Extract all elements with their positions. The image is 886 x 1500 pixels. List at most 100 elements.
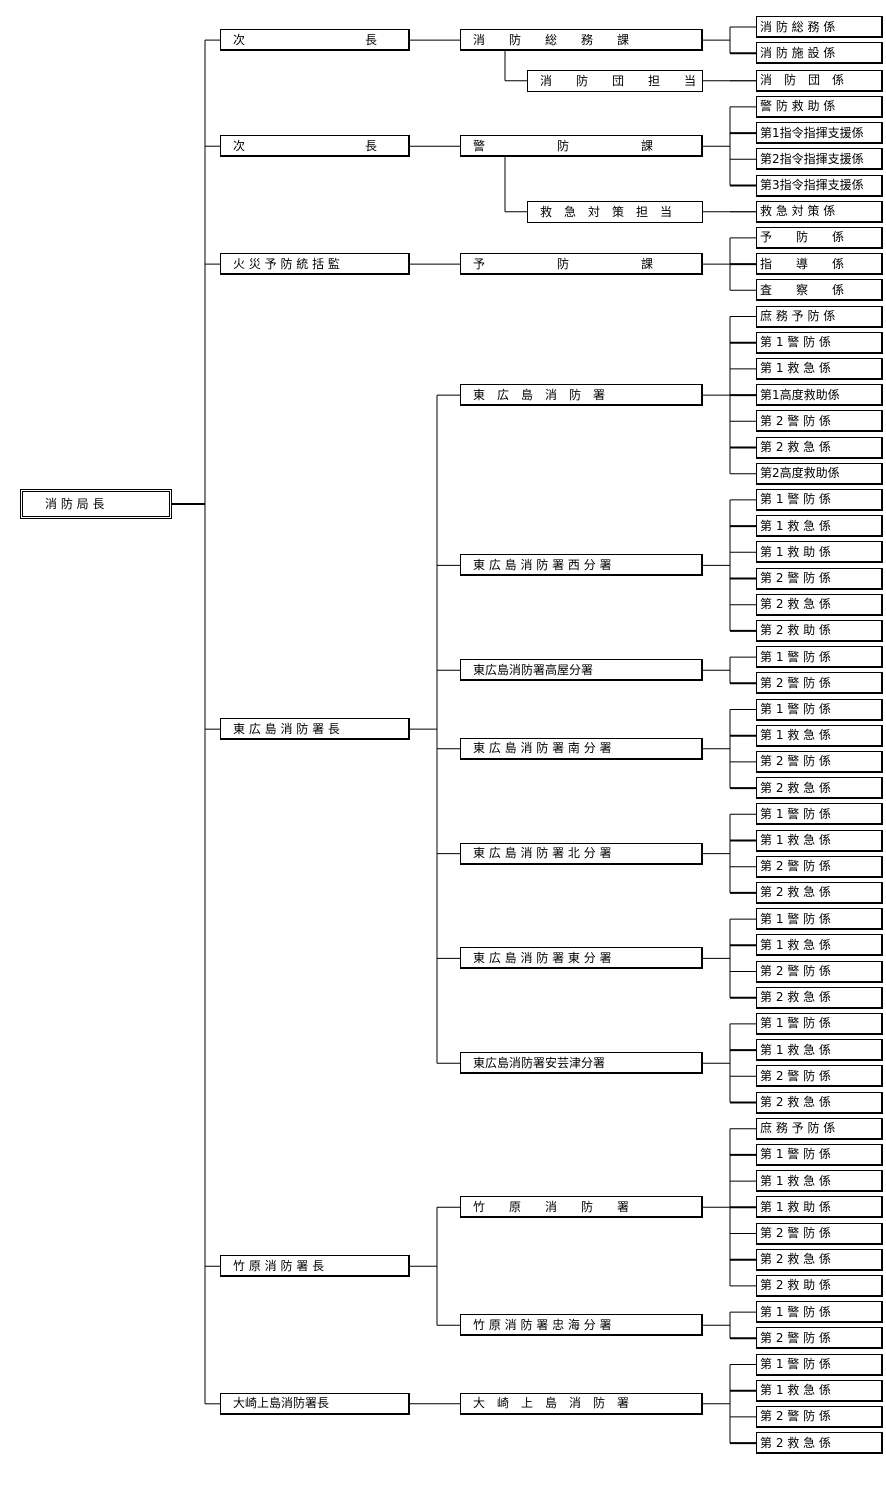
unit-box-label: 第 1 警 防 係 xyxy=(760,1357,831,1371)
unit-box-label: 第 2 警 防 係 xyxy=(760,571,831,585)
unit-box: 第 1 警 防 係 xyxy=(756,908,883,931)
unit-box-label: 第 2 救 急 係 xyxy=(760,780,831,795)
unit-box-label: 第 1 救 急 係 xyxy=(760,361,831,376)
unit-box-label: 第2高度救助係 xyxy=(760,466,840,481)
dept-box-label: 東 広 島 消 防 署 北 分 署 xyxy=(473,846,612,861)
unit-box: 第 2 警 防 係 xyxy=(756,1065,883,1088)
unit-box: 第 2 警 防 係 xyxy=(756,1405,883,1428)
unit-box: 第 2 救 助 係 xyxy=(756,1274,883,1297)
unit-box-label: 第 1 警 防 係 xyxy=(760,1304,831,1319)
unit-box: 第 1 警 防 係 xyxy=(756,1143,883,1166)
dept-box-label: 消 防 総 務 課 xyxy=(473,32,630,47)
unit-box: 第 1 警 防 係 xyxy=(756,803,883,826)
unit-box-label: 査 察 係 xyxy=(760,282,845,297)
unit-box-label: 第 2 救 助 係 xyxy=(760,1278,831,1293)
unit-box: 第 2 警 防 係 xyxy=(756,855,883,878)
unit-box: 第 1 救 急 係 xyxy=(756,724,883,747)
unit-box-label: 第 1 救 急 係 xyxy=(760,833,831,847)
unit-box: 第1指令指揮支援係 xyxy=(756,122,883,145)
unit-box-label: 第 1 警 防 係 xyxy=(760,492,831,507)
unit-box: 第 2 救 急 係 xyxy=(756,1248,883,1271)
unit-box: 第 2 救 急 係 xyxy=(756,436,883,459)
branch-box: 大崎上島消防署長 xyxy=(220,1392,410,1415)
branch-box: 火 災 予 防 統 括 監 xyxy=(220,253,410,276)
unit-box: 第 1 救 急 係 xyxy=(756,934,883,957)
unit-box-label: 第 2 救 急 係 xyxy=(760,1435,831,1450)
unit-box: 第 1 救 急 係 xyxy=(756,829,883,852)
branch-box-label: 東 広 島 消 防 署 長 xyxy=(233,721,340,736)
unit-box-label: 第 2 救 急 係 xyxy=(760,990,831,1005)
unit-box: 予 防 係 xyxy=(756,226,883,249)
unit-box-label: 第 2 救 急 係 xyxy=(760,885,831,900)
unit-box: 第 2 警 防 係 xyxy=(756,1222,883,1245)
branch-box: 竹 原 消 防 署 長 xyxy=(220,1255,410,1278)
unit-box-label: 第3指令指揮支援係 xyxy=(760,178,864,192)
unit-box: 第 2 警 防 係 xyxy=(756,960,883,983)
unit-box-label: 第 1 救 助 係 xyxy=(760,544,831,559)
unit-box: 第 2 救 急 係 xyxy=(756,777,883,800)
unit-box-label: 第 2 警 防 係 xyxy=(760,1409,831,1424)
unit-box-label: 消 防 団 係 xyxy=(760,73,845,88)
unit-box: 第 1 警 防 係 xyxy=(756,646,883,669)
unit-box-label: 予 防 係 xyxy=(760,230,845,245)
dept-box: 東 広 島 消 防 署 北 分 署 xyxy=(460,842,703,865)
unit-box-label: 第 1 救 急 係 xyxy=(760,1173,831,1188)
unit-box: 第 1 警 防 係 xyxy=(756,488,883,511)
unit-box-label: 指 導 係 xyxy=(760,256,845,271)
unit-box-label: 第 2 救 急 係 xyxy=(760,1095,831,1109)
sub-dept-box-label: 救 急 対 策 担 当 xyxy=(540,204,673,219)
unit-box-label: 第 2 救 急 係 xyxy=(760,597,831,612)
dept-box-label: 大 崎 上 島 消 防 署 xyxy=(473,1396,630,1411)
branch-box: 次 長 xyxy=(220,29,410,52)
unit-box: 指 導 係 xyxy=(756,253,883,276)
sub-dept-box-label: 消 防 団 担 当 xyxy=(540,73,697,88)
sub-dept-box: 消 防 団 担 当 xyxy=(527,69,703,92)
unit-box: 第 1 救 急 係 xyxy=(756,1379,883,1402)
unit-box-label: 第 1 救 急 係 xyxy=(760,1383,831,1398)
unit-box: 第1高度救助係 xyxy=(756,384,883,407)
dept-box: 大 崎 上 島 消 防 署 xyxy=(460,1392,703,1415)
unit-box-label: 庶 務 予 防 係 xyxy=(760,1121,836,1136)
unit-box-label: 第 1 救 急 係 xyxy=(760,518,831,533)
unit-box: 第 2 救 急 係 xyxy=(756,593,883,616)
dept-box-label: 予 防 課 xyxy=(473,256,654,271)
unit-box-label: 第 2 警 防 係 xyxy=(760,675,831,690)
unit-box: 消 防 団 係 xyxy=(756,69,883,92)
unit-box-label: 第 1 警 防 係 xyxy=(760,1147,831,1162)
branch-box-label: 火 災 予 防 統 括 監 xyxy=(233,256,340,271)
unit-box-label: 第 1 警 防 係 xyxy=(760,649,831,664)
unit-box: 第 1 救 急 係 xyxy=(756,1170,883,1193)
dept-box: 東 広 島 消 防 署 xyxy=(460,384,703,407)
dept-box: 東 広 島 消 防 署 東 分 署 xyxy=(460,947,703,970)
unit-box: 第 1 救 助 係 xyxy=(756,541,883,564)
unit-box-label: 第 2 警 防 係 xyxy=(760,859,831,874)
dept-box: 消 防 総 務 課 xyxy=(460,29,703,52)
unit-box-label: 第 1 救 急 係 xyxy=(760,728,831,743)
dept-box: 東広島消防署高屋分署 xyxy=(460,659,703,682)
branch-box-label: 次 長 xyxy=(233,138,378,153)
unit-box-label: 警 防 救 助 係 xyxy=(760,99,836,114)
unit-box-label: 第1高度救助係 xyxy=(760,387,840,402)
unit-box: 第 2 救 急 係 xyxy=(756,986,883,1009)
unit-box-label: 消 防 総 務 係 xyxy=(760,19,836,34)
dept-box-label: 東 広 島 消 防 署 xyxy=(473,387,606,402)
branch-box-label: 竹 原 消 防 署 長 xyxy=(233,1258,325,1273)
unit-box-label: 消 防 施 設 係 xyxy=(760,45,836,60)
unit-box-label: 庶 務 予 防 係 xyxy=(760,309,836,323)
unit-box-label: 第 1 警 防 係 xyxy=(760,335,831,350)
unit-box-label: 第 1 救 助 係 xyxy=(760,1199,831,1214)
unit-box-label: 第 2 警 防 係 xyxy=(760,1330,831,1345)
unit-box: 第2高度救助係 xyxy=(756,462,883,485)
unit-box: 警 防 救 助 係 xyxy=(756,95,883,118)
branch-box: 次 長 xyxy=(220,135,410,158)
unit-box-label: 第 1 警 防 係 xyxy=(760,1016,831,1031)
unit-box: 第 2 警 防 係 xyxy=(756,1327,883,1350)
dept-box: 予 防 課 xyxy=(460,253,703,276)
unit-box-label: 第 1 救 急 係 xyxy=(760,937,831,952)
sub-dept-box: 救 急 対 策 担 当 xyxy=(527,200,703,223)
unit-box: 救 急 対 策 係 xyxy=(756,200,883,223)
unit-box: 第 1 救 急 係 xyxy=(756,357,883,380)
unit-box-label: 第 1 警 防 係 xyxy=(760,806,831,821)
unit-box-label: 第 1 警 防 係 xyxy=(760,911,831,926)
unit-box: 庶 務 予 防 係 xyxy=(756,1117,883,1140)
